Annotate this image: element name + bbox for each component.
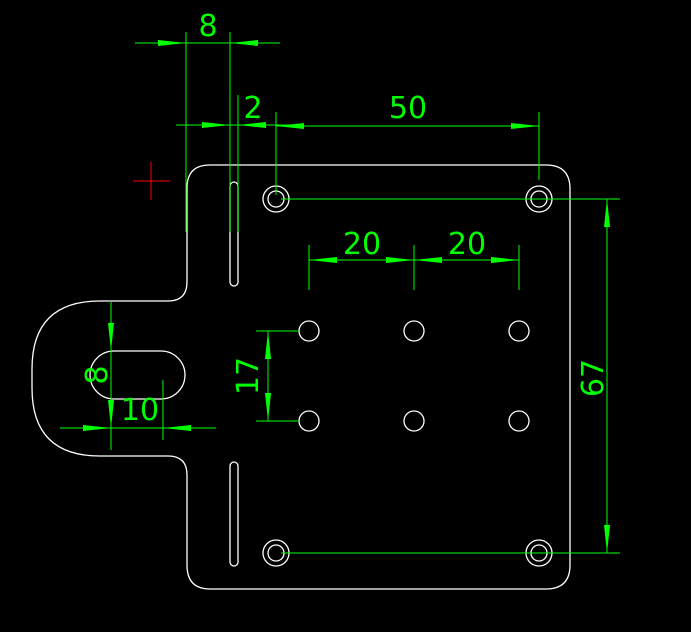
dimension-label: 2 (243, 91, 262, 126)
grid-holes (298, 320, 530, 432)
dimension-slot-width: 8 (135, 9, 280, 232)
dimension-grid-spacing: 20 20 (308, 227, 520, 290)
dimension-grid-row-spacing: 17 (231, 330, 299, 422)
origin-marker (133, 162, 170, 200)
dimension-label: 10 (121, 393, 159, 428)
dimension-tab-slot-length: 10 (60, 380, 216, 440)
dimension-label: 20 (343, 227, 381, 262)
corner-holes (262, 185, 553, 567)
grid-hole (508, 320, 530, 342)
grid-hole (403, 410, 425, 432)
dimension-label: 17 (231, 357, 266, 395)
plate-outline (31, 164, 571, 590)
dimension-label: 50 (389, 91, 427, 126)
grid-hole (298, 320, 320, 342)
dimension-label: 8 (198, 9, 217, 44)
lower-slot (229, 461, 239, 567)
grid-hole (508, 410, 530, 432)
dimension-corner-hole-vertical: 67 (281, 198, 620, 554)
dimension-corner-hole-spacing: 50 (275, 91, 540, 195)
dimension-label: 8 (80, 365, 115, 384)
dimension-label: 67 (576, 359, 611, 397)
vertical-slots (229, 181, 239, 567)
upper-slot (229, 181, 239, 287)
dimension-tab-slot-height: 8 (80, 302, 115, 450)
grid-hole (298, 410, 320, 432)
dimension-label: 20 (448, 227, 486, 262)
grid-hole (403, 320, 425, 342)
dimension-slot-offset: 2 (176, 91, 290, 232)
tab-slot (89, 350, 186, 400)
